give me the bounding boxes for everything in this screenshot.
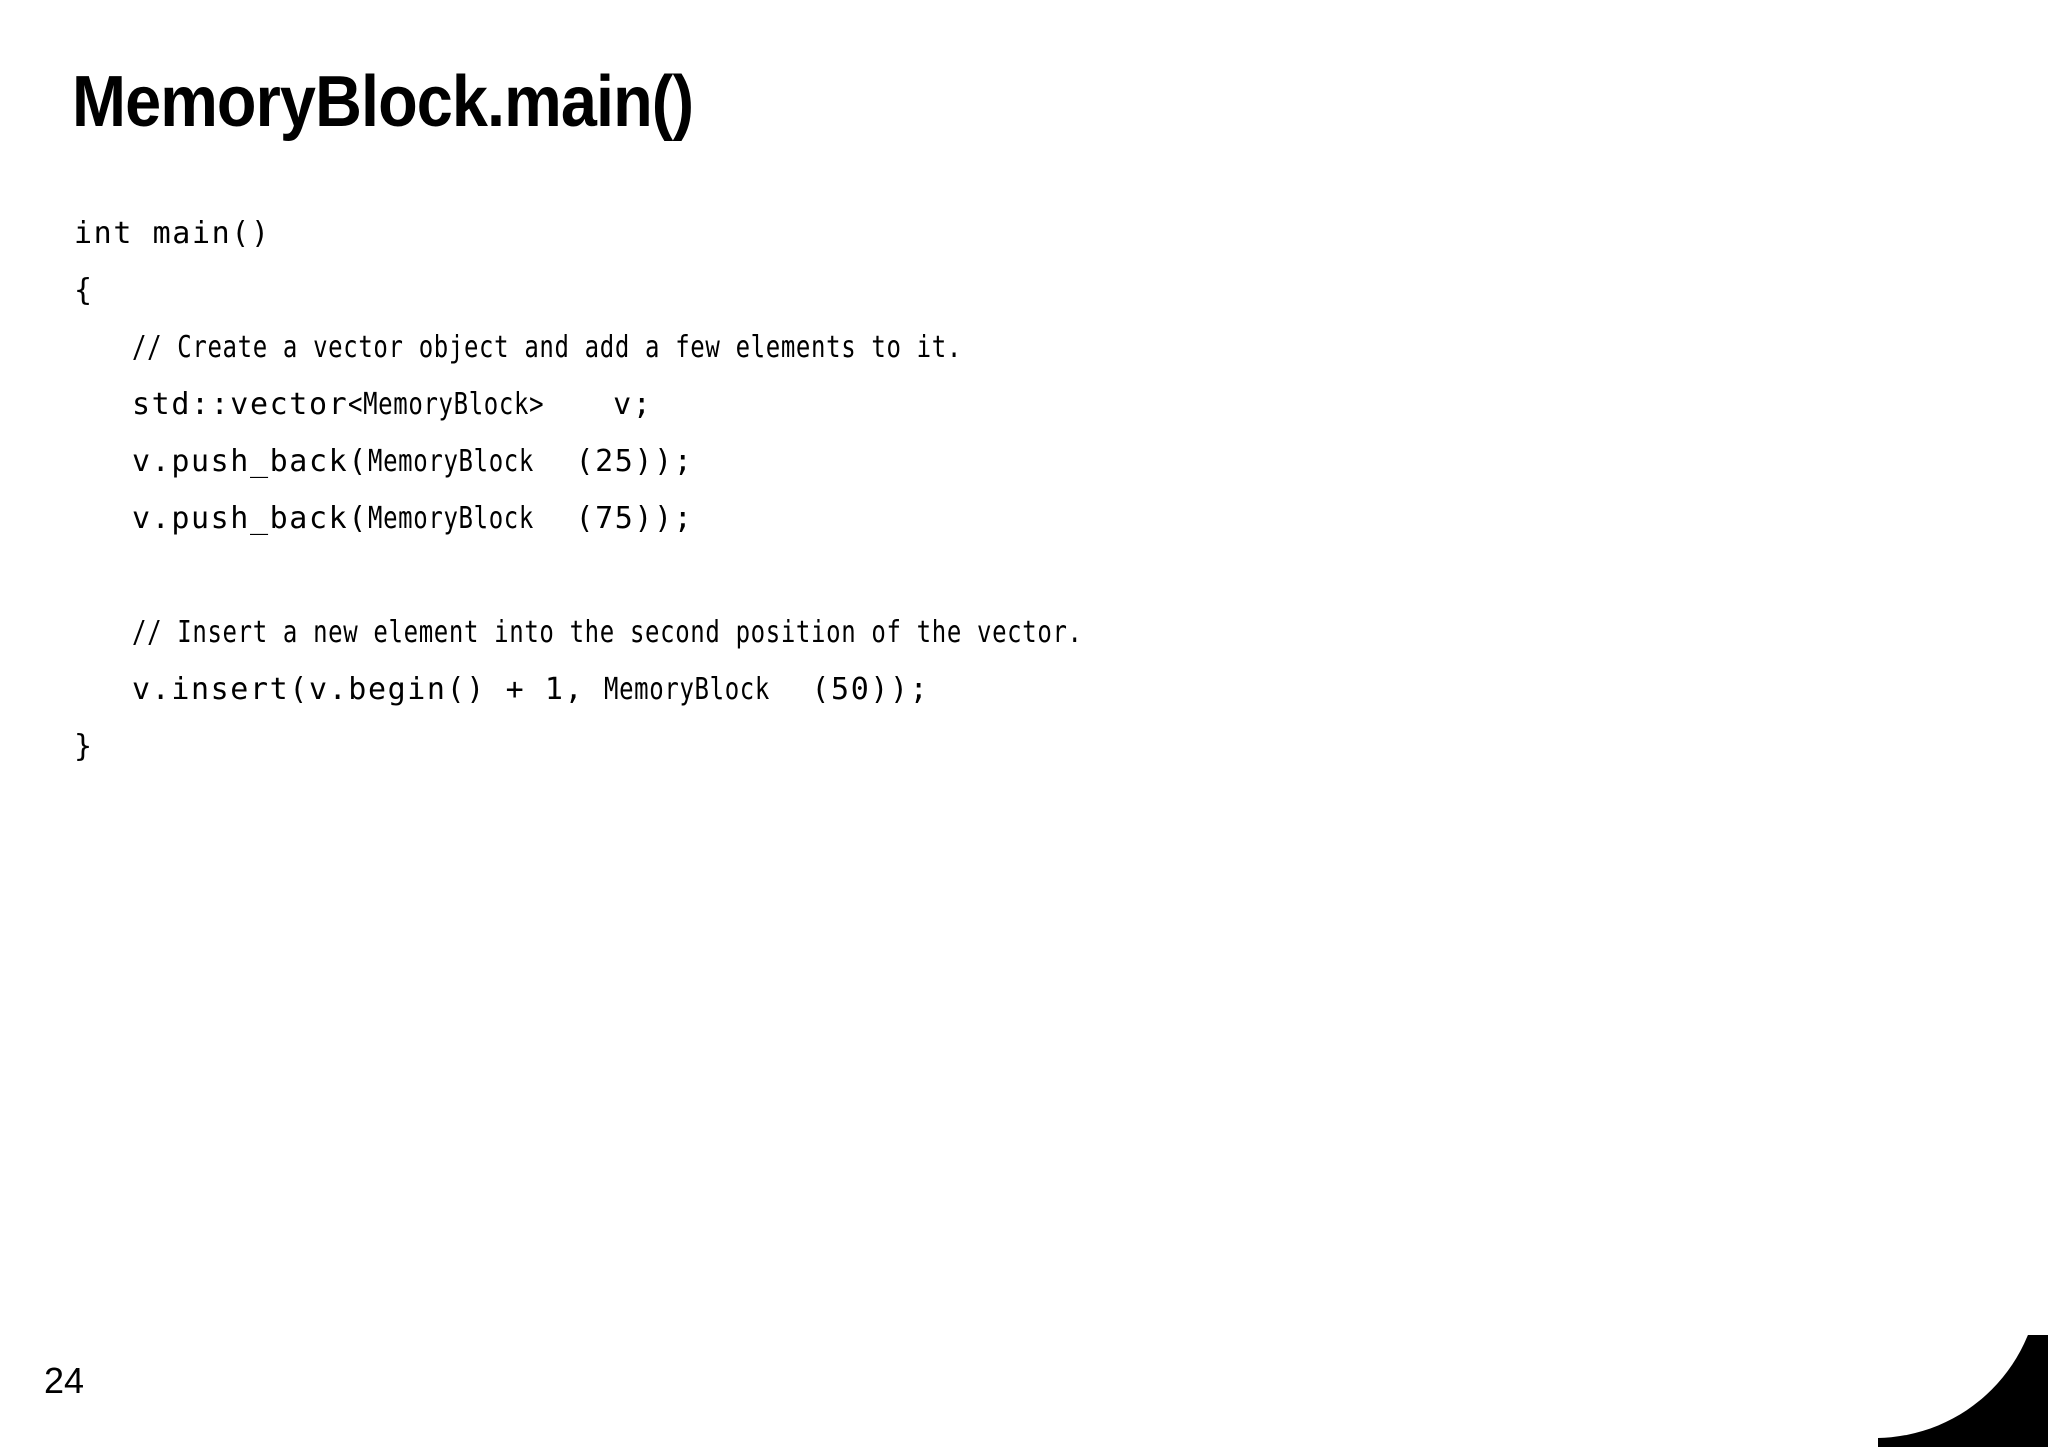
code-segment: { — [74, 273, 94, 308]
page-title: MemoryBlock.main() — [72, 62, 694, 142]
code-segment: std::vector — [132, 387, 349, 422]
code-segment: MemoryBlock — [603, 672, 770, 707]
code-segment: // Insert a new element into the second … — [132, 615, 1083, 650]
code-line: int main() — [74, 205, 1874, 262]
code-segment: (50)); — [811, 672, 930, 707]
code-block: int main() { // Create a vector object and… — [74, 205, 1874, 775]
code-segment: int main() — [74, 216, 271, 251]
code-line: v.insert(v.begin() + 1, MemoryBlock (50))… — [74, 661, 1874, 718]
code-line: std::vector<MemoryBlock> v; — [74, 376, 1874, 433]
code-segment: (25)); — [575, 444, 694, 479]
code-segment: <MemoryBlock> — [348, 387, 545, 422]
code-line: v.push_back(MemoryBlock (75)); — [74, 490, 1874, 547]
code-segment: MemoryBlock — [367, 444, 534, 479]
code-segment: // Create a vector object and add a few … — [132, 330, 962, 365]
code-segment: MemoryBlock — [367, 501, 534, 536]
corner-wedge-decoration — [1878, 1335, 2048, 1447]
code-segment: } — [74, 729, 94, 764]
code-segment: v; — [593, 387, 653, 422]
code-segment: v.push_back( — [132, 501, 368, 536]
code-line: } — [74, 718, 1874, 775]
code-segment: v.insert(v.begin() + 1, — [132, 672, 604, 707]
code-line: // Create a vector object and add a few … — [74, 319, 1874, 376]
code-segment: (75)); — [575, 501, 694, 536]
code-line: v.push_back(MemoryBlock (25)); — [74, 433, 1874, 490]
code-line: { — [74, 262, 1874, 319]
code-line: // Insert a new element into the second … — [74, 604, 1874, 661]
code-segment: v.push_back( — [132, 444, 368, 479]
page-number: 24 — [44, 1360, 85, 1401]
code-line — [74, 547, 1874, 604]
